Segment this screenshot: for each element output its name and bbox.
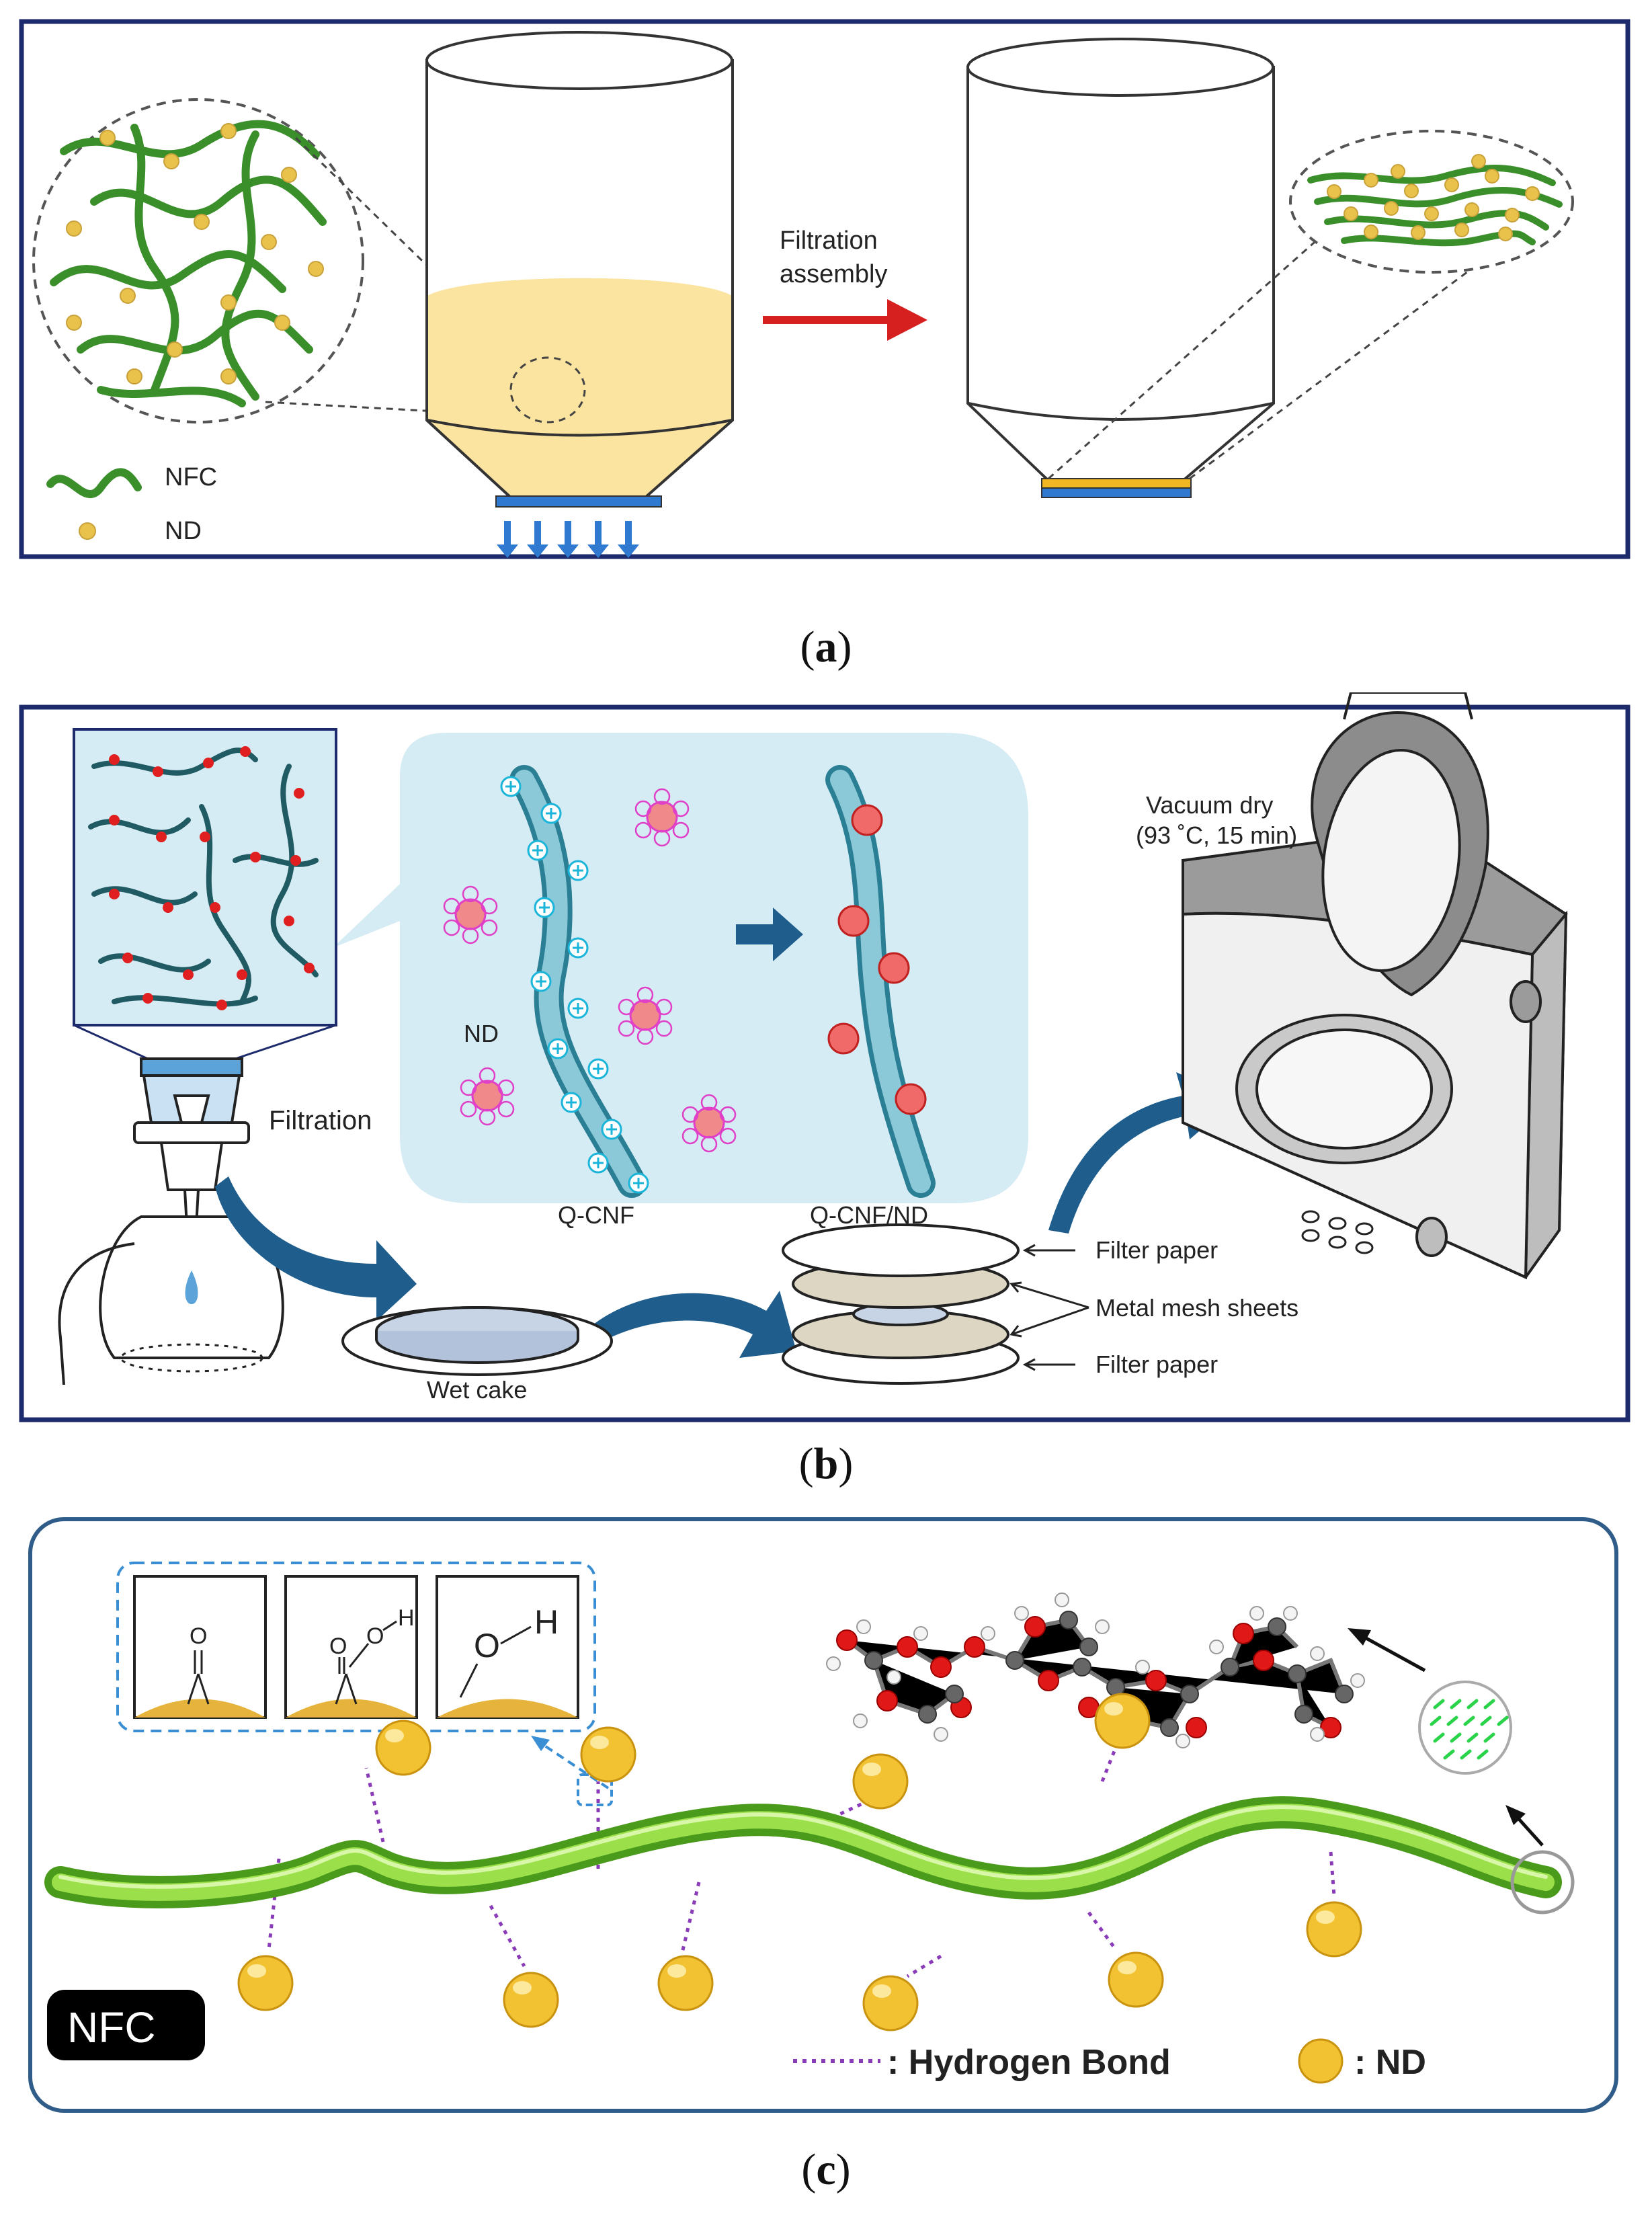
wet-cake (341, 1306, 613, 1376)
legend-nd-swatch (79, 522, 96, 540)
mechanism-bubble (333, 733, 1028, 1203)
drain-arrows (497, 521, 639, 558)
nfc-tag-bg (47, 1990, 205, 2060)
mechanism-arrow (736, 907, 803, 961)
panel-c-figure: O O O H O H (28, 1517, 1618, 2113)
panel-a: Filtration assembly NFC (0, 0, 1652, 592)
legend-nd-label-c: : ND (1354, 2043, 1426, 2082)
chem2-oxygen-1: O (329, 1633, 347, 1659)
funnel-2 (966, 38, 1275, 482)
label-nd: ND (464, 1020, 499, 1047)
filter-membrane-2 (1041, 487, 1192, 498)
nd-particles-left (66, 123, 324, 385)
funnel-1 (425, 31, 734, 499)
positive-signs (505, 781, 644, 1188)
legend-hbond-label: : Hydrogen Bond (887, 2043, 1171, 2082)
chem2-oxygen-2: O (366, 1623, 384, 1649)
dryer-buttons (1301, 1210, 1374, 1254)
legend-nd-swatch-c (1298, 2038, 1344, 2084)
vacuum-dryer (1182, 692, 1568, 1280)
panel-a-figure: Filtration assembly NFC (19, 19, 1630, 559)
adsorbed-nd (827, 804, 927, 1115)
chem1-oxygen: O (190, 1623, 207, 1649)
sheet-stack (782, 1223, 1020, 1385)
nfc-tag: NFC (67, 2003, 156, 2052)
legend-nfc-label: NFC (165, 463, 217, 491)
panel-c: O O O H O H (0, 1506, 1652, 2138)
panel-b-figure: Filtration ND (19, 692, 1630, 1422)
process-arrow-2 (578, 1291, 796, 1358)
zoom-region-marker (509, 356, 586, 423)
chem3-oxygen: O (474, 1627, 500, 1664)
label-filtration: Filtration (269, 1106, 372, 1135)
label-vacuum-dry-2: (93 ˚C, 15 min) (1136, 821, 1297, 849)
group-box-2 (284, 1575, 418, 1719)
filtrate-drop (185, 1270, 198, 1304)
nanopaper-layer (1041, 478, 1192, 489)
chem3-hydrogen: H (534, 1603, 559, 1641)
panel-b: Filtration ND (0, 692, 1652, 1439)
group-box-3 (436, 1575, 579, 1719)
nd-particle-cluster (454, 801, 725, 1139)
label-metal-mesh: Metal mesh sheets (1096, 1294, 1298, 1322)
nd-particles-right (1327, 154, 1540, 241)
arrow-label-line1: Filtration (780, 227, 878, 255)
filtration-arrow (763, 299, 927, 341)
label-filter-paper-top: Filter paper (1096, 1236, 1218, 1264)
inset-nd-dots (109, 746, 315, 1010)
fibril-cross-section (1418, 1681, 1512, 1775)
arrow-label-line2: assembly (780, 260, 888, 288)
legend-nfc-swatch (46, 468, 142, 498)
stack-pointers (1009, 1244, 1089, 1371)
filter-membrane-1 (495, 495, 662, 508)
negative-rings (443, 788, 737, 1153)
label-wet-cake: Wet cake (427, 1376, 527, 1404)
legend-nd-label: ND (165, 517, 202, 545)
chem2-hydrogen: H (398, 1605, 415, 1631)
label-vacuum-dry-1: Vacuum dry (1146, 791, 1273, 819)
label-q-cnf: Q-CNF (558, 1201, 634, 1229)
label-filter-paper-bottom: Filter paper (1096, 1350, 1218, 1378)
cross-section-chains (1430, 1699, 1509, 1760)
cellulose-molecule (826, 1592, 1365, 1748)
hydrogen-bonds (267, 1747, 1336, 1978)
caption-b: (b) (798, 1439, 854, 1488)
caption-a: (a) (800, 622, 852, 672)
caption-c: (c) (801, 2145, 851, 2194)
fiber-end-marker (1510, 1850, 1575, 1914)
nd-particles (237, 1693, 1362, 2031)
group-box-1 (133, 1575, 267, 1719)
process-arrow-1 (215, 1176, 417, 1321)
fiber-network-inset (73, 728, 337, 1026)
